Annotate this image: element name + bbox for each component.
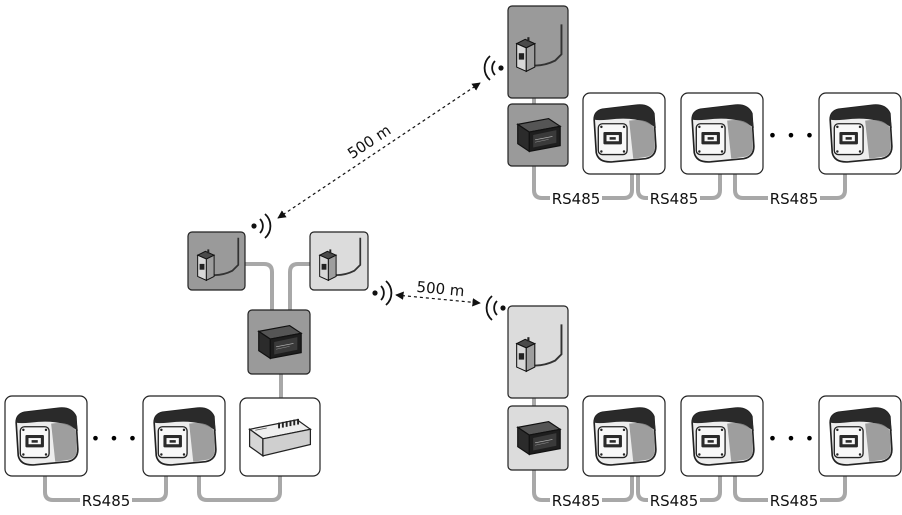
data-logger-icon bbox=[517, 420, 561, 456]
radio-module-box bbox=[309, 231, 369, 291]
rs485-label: RS485 bbox=[770, 190, 819, 208]
inverter-icon bbox=[593, 104, 657, 163]
distance-arrow-lower bbox=[395, 291, 481, 307]
rs485-label: RS485 bbox=[770, 492, 819, 510]
cables bbox=[43, 98, 847, 502]
inverter-icon bbox=[691, 104, 755, 163]
radio-module-box bbox=[507, 5, 569, 99]
rs485-labels: RS485 RS485 RS485 RS485 RS485 RS485 RS48… bbox=[82, 190, 819, 510]
inverter-icon bbox=[829, 407, 893, 466]
rs485-label: RS485 bbox=[650, 492, 699, 510]
wireless-signal-icon bbox=[371, 280, 393, 306]
radio-module-box bbox=[187, 231, 246, 291]
rs485-label: RS485 bbox=[650, 190, 699, 208]
wireless-signal-icon bbox=[250, 213, 272, 239]
rs485-label: RS485 bbox=[82, 492, 131, 510]
group-left: • • • bbox=[4, 231, 369, 477]
rs485-label: RS485 bbox=[552, 190, 601, 208]
data-logger-icon bbox=[258, 324, 302, 360]
inverter-icon bbox=[153, 407, 217, 466]
inverter-icon bbox=[15, 407, 79, 466]
distance-arrows: 500 m 500 m bbox=[277, 82, 481, 307]
rs485-label: RS485 bbox=[552, 492, 601, 510]
ellipsis: • • • bbox=[768, 429, 816, 448]
data-logger-icon bbox=[517, 117, 561, 153]
group-top-right: • • • bbox=[507, 5, 902, 175]
distance-label-lower: 500 m bbox=[416, 278, 465, 300]
wireless-signal-icon bbox=[485, 295, 507, 321]
wireless-signal-icon bbox=[483, 55, 505, 81]
inverter-icon bbox=[691, 407, 755, 466]
distance-arrow-upper bbox=[277, 82, 481, 219]
group-bottom-right: • • • bbox=[507, 305, 902, 477]
ellipsis: • • • bbox=[91, 429, 139, 448]
inverter-icon bbox=[593, 407, 657, 466]
ellipsis: • • • bbox=[768, 126, 816, 145]
inverter-icon bbox=[829, 104, 893, 163]
radio-module-box bbox=[507, 305, 569, 399]
